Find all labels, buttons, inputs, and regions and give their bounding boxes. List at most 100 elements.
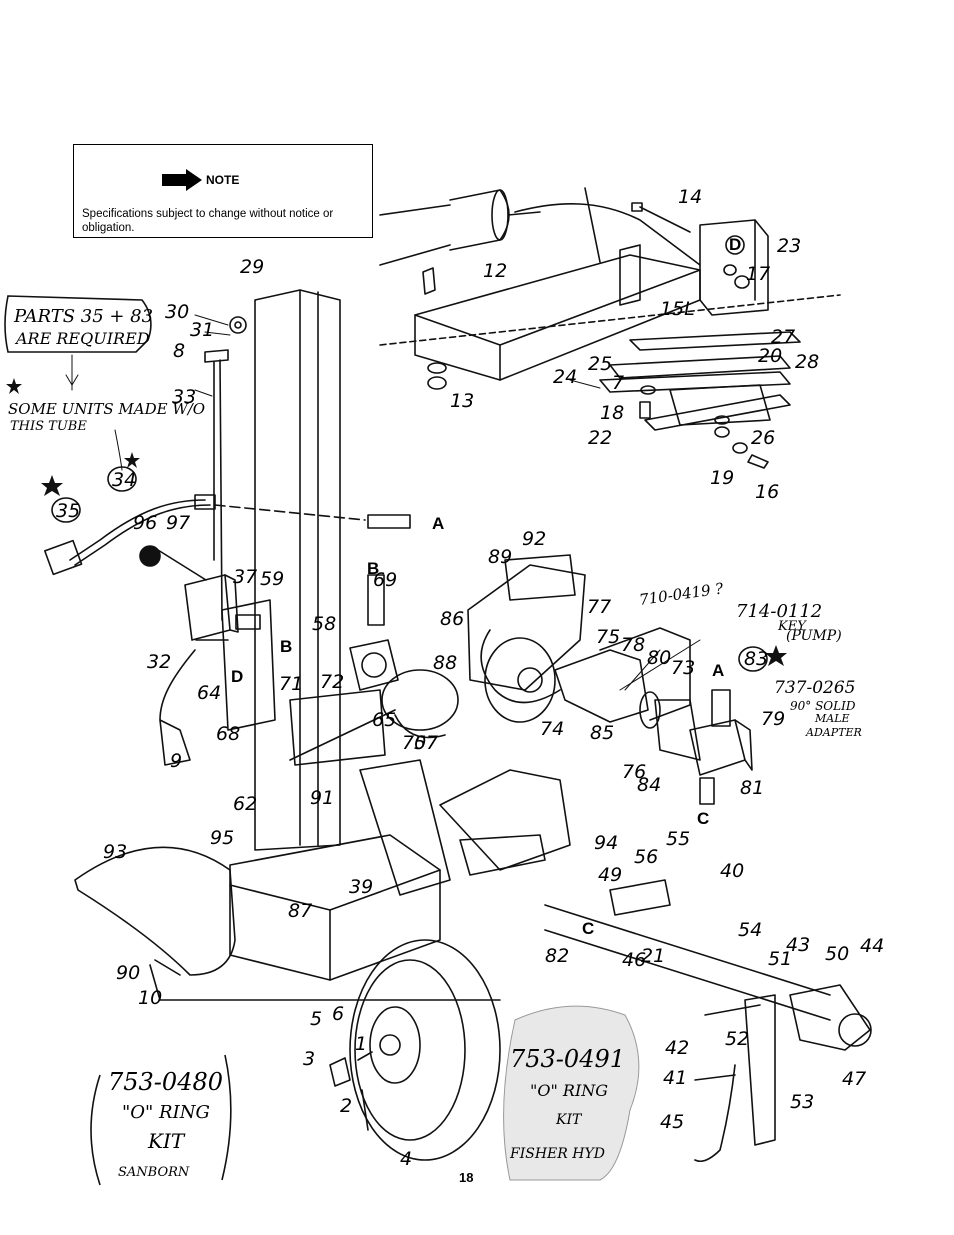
- part-callout-54: 54: [738, 919, 762, 941]
- part-callout-65: 65: [372, 709, 396, 731]
- connector-letter-c: C: [582, 919, 594, 938]
- part-callout-15l: 15L: [660, 298, 695, 320]
- kit-fisher-line-2: "O" RING: [530, 1081, 608, 1100]
- part-callout-76: 76: [622, 761, 646, 783]
- kit-fisher-line-1: 753-0491: [510, 1045, 625, 1073]
- part-callout-88: 88: [433, 652, 457, 674]
- callout-circles: [4, 295, 768, 1186]
- arrow-right-icon: [162, 169, 202, 191]
- part-callout-40: 40: [720, 860, 744, 882]
- note-text: Specifications subject to change without…: [82, 208, 334, 234]
- part-callout-52: 52: [725, 1028, 749, 1050]
- part-callout-73: 73: [671, 657, 695, 679]
- part-callout-89: 89: [488, 546, 512, 568]
- part-callout-35: 35: [56, 500, 80, 522]
- callout-circle-35: [51, 497, 81, 523]
- part-callout-46: 46: [622, 949, 646, 971]
- part-callout-47: 47: [842, 1068, 866, 1090]
- part-callout-81: 81: [740, 777, 764, 799]
- part-callout-70: 70: [402, 732, 426, 754]
- part-callout-10: 10: [138, 987, 162, 1009]
- callout-circle-83: [738, 646, 768, 672]
- connector-letter-a: A: [432, 514, 444, 533]
- engine: [467, 554, 701, 761]
- kit-fisher-line-3: KIT: [555, 1112, 583, 1128]
- part-callout-85: 85: [590, 722, 614, 744]
- part-callout-16: 16: [755, 481, 779, 503]
- part-callout-39: 39: [349, 876, 373, 898]
- part-callout-32: 32: [147, 651, 171, 673]
- part-callout-43: 43: [786, 934, 810, 956]
- connector-letter-d: D: [231, 667, 243, 686]
- note-737-0265-line-3: MALE: [814, 712, 850, 725]
- part-callout-58: 58: [312, 613, 336, 635]
- part-callout-21: 21: [641, 945, 665, 967]
- frame-tongue: [229, 759, 872, 1163]
- part-callout-50: 50: [825, 943, 849, 965]
- part-callout-31: 31: [190, 319, 214, 341]
- part-callout-17: 17: [746, 263, 770, 285]
- part-callout-59: 59: [260, 568, 284, 590]
- connector-letter-b: B: [367, 559, 379, 578]
- part-callout-9: 9: [170, 750, 182, 772]
- parts-required-line-1: PARTS 35 + 83: [13, 306, 153, 327]
- part-callout-18: 18: [600, 402, 624, 424]
- connector-letters: A A B B C C D D: [231, 235, 741, 938]
- star-icon: [6, 378, 22, 394]
- part-callout-23: 23: [777, 235, 801, 257]
- part-callout-33: 33: [172, 386, 196, 408]
- part-callout-7: 7: [612, 372, 624, 394]
- star-icon: [41, 475, 63, 496]
- kit-sanborn-line-3: KIT: [147, 1129, 186, 1153]
- part-callout-71: 71: [279, 673, 303, 695]
- part-callout-93: 93: [103, 841, 127, 863]
- note-737-0265-line-2: 90° SOLID: [790, 699, 856, 713]
- part-callout-49: 49: [598, 864, 622, 886]
- part-callout-94: 94: [594, 832, 618, 854]
- kit-sanborn-line-1: 753-0480: [108, 1068, 223, 1096]
- tube-note-line-1: SOME UNITS MADE W/O: [8, 400, 205, 418]
- connector-letter-d: D: [729, 235, 741, 254]
- note-737-0265-line-1: 737-0265: [774, 678, 855, 698]
- part-callout-28: 28: [795, 351, 819, 373]
- note-714-0112-line-3: (PUMP): [786, 628, 842, 644]
- note-header: NOTE: [162, 169, 239, 191]
- part-callout-68: 68: [216, 723, 240, 745]
- kit-fisher-smudge: [503, 1005, 640, 1181]
- part-callout-62: 62: [233, 793, 257, 815]
- part-callout-5: 5: [310, 1008, 322, 1030]
- part-callout-72: 72: [320, 671, 344, 693]
- kit-sanborn-bracket-right: [221, 1054, 232, 1181]
- part-callout-79: 79: [761, 708, 785, 730]
- part-callout-6: 6: [332, 1003, 344, 1025]
- mounting-plate-left: [221, 599, 276, 731]
- connector-letter-a: A: [712, 661, 724, 680]
- part-callout-84: 84: [637, 774, 661, 796]
- part-callout-19: 19: [710, 467, 734, 489]
- note-714-0112-line-2: KEY: [777, 619, 807, 634]
- leader-lines: [65, 314, 701, 691]
- hydraulic-pump: [689, 689, 753, 805]
- connector-letter-b: B: [280, 637, 292, 656]
- part-callout-14: 14: [678, 186, 702, 208]
- part-callout-56: 56: [634, 846, 658, 868]
- note-714-0112-line-1: 714-0112: [736, 601, 822, 622]
- page-number: 18: [459, 1170, 474, 1185]
- part-callout-25: 25: [588, 353, 612, 375]
- part-callout-41: 41: [663, 1067, 687, 1089]
- filter-assembly: [289, 574, 459, 766]
- connector-letter-c: C: [697, 809, 709, 828]
- part-callout-86: 86: [440, 608, 464, 630]
- hoses: [44, 494, 411, 766]
- part-callout-96: 96: [133, 512, 157, 534]
- part-callout-45: 45: [660, 1111, 684, 1133]
- part-callout-8: 8: [173, 340, 185, 362]
- part-callout-29: 29: [240, 256, 264, 278]
- vertical-beam: [204, 289, 341, 851]
- part-callout-82: 82: [545, 945, 569, 967]
- part-callout-22: 22: [588, 427, 612, 449]
- part-callout-55: 55: [666, 828, 690, 850]
- part-callout-74: 74: [540, 718, 564, 740]
